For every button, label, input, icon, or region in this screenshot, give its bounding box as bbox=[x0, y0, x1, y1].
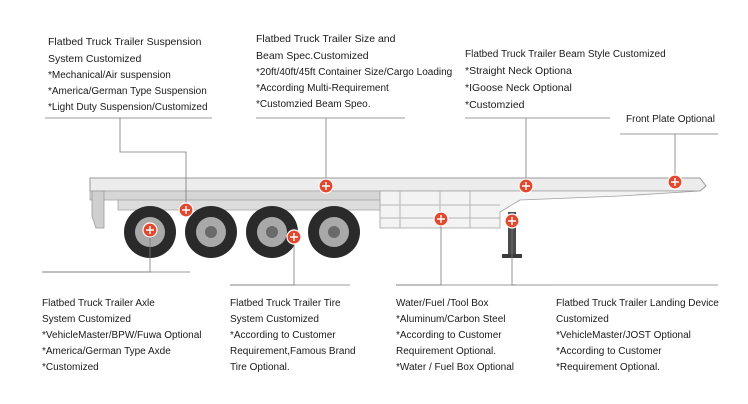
gooseneck-frame bbox=[379, 190, 701, 229]
leader-landing bbox=[511, 222, 556, 286]
landing-title-line2: Customized bbox=[556, 314, 609, 325]
callout-beam: Flatbed Truck Trailer Beam Style Customi… bbox=[465, 47, 666, 114]
landing-item: *Requirement Optional. bbox=[556, 362, 660, 373]
marker-axle bbox=[142, 222, 158, 238]
marker-toolbox bbox=[433, 211, 449, 227]
landing-title-line1: Flatbed Truck Trailer Landing Device bbox=[556, 298, 719, 309]
suspension-item: *America/German Type Suspension bbox=[48, 86, 207, 97]
wheel-3 bbox=[246, 206, 298, 258]
axle-item: *VehicleMaster/BPW/Fuwa Optional bbox=[42, 330, 202, 341]
front-plate-title: Front Plate Optional bbox=[626, 114, 715, 125]
axle-title-line1: Flatbed Truck Trailer Axle bbox=[42, 298, 155, 309]
beam-item: *Straight Neck Optiona bbox=[465, 65, 572, 77]
tire-item: *According to Customer bbox=[230, 330, 336, 341]
rear-bumper bbox=[91, 190, 105, 229]
size-title-line1: Flatbed Truck Trailer Size and bbox=[256, 33, 396, 45]
marker-beam bbox=[518, 178, 534, 194]
callout-size: Flatbed Truck Trailer Size and Beam Spec… bbox=[256, 31, 452, 113]
beam-item: *IGoose Neck Optional bbox=[465, 82, 572, 94]
toolbox-title: Water/Fuel /Tool Box bbox=[396, 298, 489, 309]
callout-tire: Flatbed Truck Trailer Tire System Custom… bbox=[230, 296, 356, 376]
marker-size bbox=[318, 178, 334, 194]
tire-title-line1: Flatbed Truck Trailer Tire bbox=[230, 298, 341, 309]
leader-toolbox bbox=[396, 220, 442, 286]
callout-toolbox: Water/Fuel /Tool Box *Aluminum/Carbon St… bbox=[396, 296, 514, 376]
marker-suspension bbox=[178, 202, 194, 218]
beam-title: Flatbed Truck Trailer Beam Style Customi… bbox=[465, 49, 666, 60]
suspension-item: *Mechanical/Air suspension bbox=[48, 70, 171, 81]
toolbox-item: *Water / Fuel Box Optional bbox=[396, 362, 515, 373]
marker-tire bbox=[286, 229, 302, 245]
callout-suspension: Flatbed Truck Trailer Suspension System … bbox=[48, 34, 208, 116]
suspension-item: *Light Duty Suspension/Customized bbox=[48, 102, 208, 113]
callout-axle: Flatbed Truck Trailer Axle System Custom… bbox=[42, 296, 202, 376]
axle-item: *Customized bbox=[42, 362, 99, 373]
tire-item: Requirement,Famous Brand bbox=[230, 346, 356, 357]
wheel-4 bbox=[308, 206, 360, 258]
callout-landing: Flatbed Truck Trailer Landing Device Cus… bbox=[556, 296, 719, 376]
size-title-line2: Beam Spec.Customized bbox=[256, 50, 369, 62]
leader-lines bbox=[42, 117, 718, 286]
suspension-title-line1: Flatbed Truck Trailer Suspension bbox=[48, 36, 202, 48]
toolbox-item: Requirement Optional. bbox=[396, 346, 497, 357]
marker-front bbox=[667, 174, 683, 190]
beam-item: *Customzied bbox=[465, 99, 525, 111]
trailer-illustration bbox=[89, 177, 707, 258]
trailer-deck bbox=[89, 177, 707, 192]
landing-item: *VehicleMaster/JOST Optional bbox=[556, 330, 691, 341]
axle-chassis bbox=[117, 199, 381, 211]
markers bbox=[142, 174, 683, 245]
toolbox-item: *Aluminum/Carbon Steel bbox=[396, 314, 506, 325]
axle-title-line2: System Customized bbox=[42, 314, 131, 325]
size-item: *According Multi-Requirement bbox=[256, 83, 389, 94]
leader-suspension-down bbox=[119, 118, 187, 208]
suspension-title-line2: System Customized bbox=[48, 53, 142, 65]
landing-item: *According to Customer bbox=[556, 346, 662, 357]
callout-front-plate: Front Plate Optional bbox=[626, 112, 715, 128]
toolbox-item: *According to Customer bbox=[396, 330, 502, 341]
tire-item: Tire Optional. bbox=[230, 362, 290, 373]
axle-item: *America/German Type Axde bbox=[42, 346, 171, 357]
wheel-2 bbox=[185, 206, 237, 258]
deck-side-rail bbox=[89, 190, 381, 201]
size-item: *Customzied Beam Speo. bbox=[256, 99, 371, 110]
tire-title-line2: System Customized bbox=[230, 314, 319, 325]
size-item: *20ft/40ft/45ft Container Size/Cargo Loa… bbox=[256, 67, 453, 78]
marker-landing bbox=[504, 213, 520, 229]
